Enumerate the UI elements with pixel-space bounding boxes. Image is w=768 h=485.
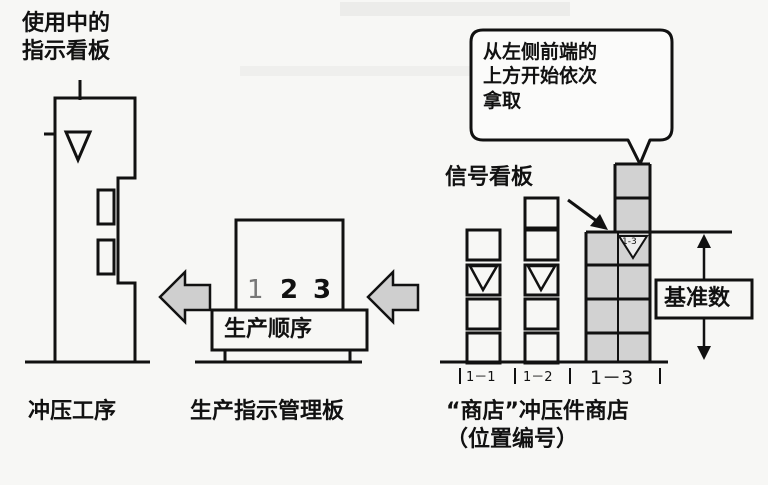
reference-quantity-dimension — [650, 230, 754, 360]
press-machine — [25, 80, 150, 364]
store-label: “商店”冲压件商店 （位置编号） — [446, 398, 629, 453]
instruction-board-label: 生产指示管理板 — [190, 399, 345, 424]
bubble-text-line2: 上方开始依次 — [483, 65, 598, 88]
position-label-1-2: 1－2 — [523, 370, 553, 385]
press-outline — [53, 96, 137, 362]
reference-quantity-label: 基准数 — [664, 286, 731, 311]
sequence-number-3: 3 — [313, 275, 332, 305]
speech-bubble — [469, 28, 674, 166]
position-label-1-1: 1－1 — [466, 370, 496, 385]
instruction-board — [195, 218, 369, 364]
bubble-text-line3: 拿取 — [483, 89, 522, 112]
faint-smudge — [240, 66, 470, 76]
flow-arrow-left-icon — [366, 268, 420, 326]
position-label-1-3: 1－3 — [590, 367, 634, 389]
kanban-triangle-icon — [467, 264, 500, 293]
sequence-number-2: 2 — [280, 275, 299, 305]
signal-kanban-label: 信号看板 — [445, 165, 534, 190]
faint-smudge — [340, 2, 570, 16]
store-label-line1: “商店”冲压件商店 — [446, 399, 629, 424]
sequence-number-1: 1 — [247, 275, 264, 305]
press-kanban-label: 使用中的 指示看板 — [22, 10, 110, 65]
press-process-label: 冲压工序 — [28, 399, 117, 424]
signal-kanban-card-icon — [617, 235, 649, 260]
bubble-text-line1: 从左侧前端的 — [483, 41, 598, 63]
arrow-down-icon — [697, 346, 711, 360]
kanban-triangle-icon — [63, 130, 93, 164]
arrow-up-icon — [697, 234, 711, 248]
board-body — [234, 218, 345, 322]
pointer-arrow-icon — [567, 198, 608, 230]
store-label-line2: （位置编号） — [446, 426, 579, 452]
press-kanban-label-line2: 指示看板 — [22, 38, 111, 64]
press-kanban-label-line1: 使用中的 — [22, 11, 111, 36]
signal-card-mark: 1-3 — [622, 237, 637, 247]
rack-column-1-3 — [584, 162, 652, 362]
production-order-label: 生产顺序 — [224, 317, 313, 342]
flow-arrow-left-icon — [158, 268, 212, 326]
store-racks — [440, 162, 668, 384]
press-slot-upper — [96, 188, 116, 226]
production-order-box — [210, 308, 369, 352]
rack-column-1-2 — [523, 196, 560, 365]
rack-column-1-1 — [465, 228, 502, 365]
bubble-text: 从左侧前端的 上方开始依次 拿取 — [483, 40, 597, 113]
reference-quantity-box — [654, 278, 754, 320]
press-slot-lower — [96, 238, 116, 276]
kanban-triangle-icon — [525, 264, 558, 293]
